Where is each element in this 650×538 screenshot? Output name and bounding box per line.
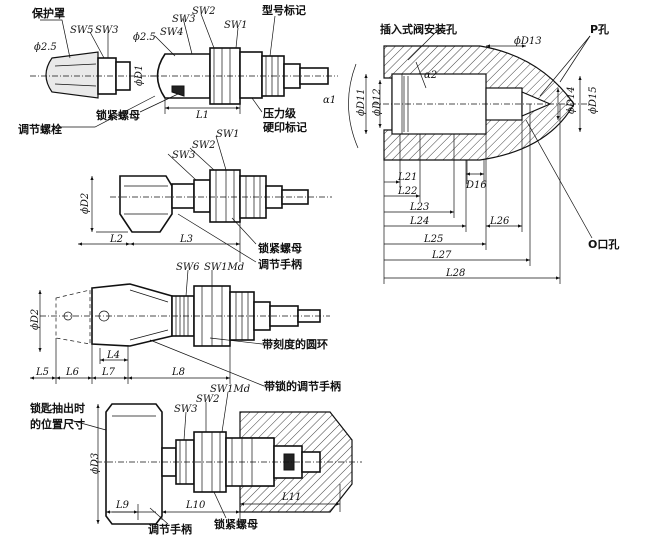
label-adjusting-bolt: 调节螺栓: [18, 122, 62, 136]
dim-l23: L23: [409, 202, 429, 213]
valve-with-cap: [30, 51, 158, 99]
dim-l24: L24: [409, 216, 429, 227]
dim-d1: ϕD1: [134, 65, 145, 86]
label-p-port: P孔: [590, 23, 609, 36]
dim-sw6: SW6: [176, 262, 200, 273]
dim-l3: L3: [179, 234, 193, 245]
dim-sw1md-a: SW1Md: [204, 262, 244, 273]
label-key-pos-1: 锁匙抽出时: [30, 401, 85, 415]
dim-d3: ϕD3: [90, 453, 101, 474]
dim-l9: L9: [115, 500, 130, 511]
dim-l8: L8: [171, 367, 185, 378]
dim-sw3-c: SW3: [172, 150, 196, 161]
dim-sw5: SW5: [70, 25, 94, 36]
dim-l5: L5: [35, 367, 49, 378]
label-adjust-handle-2: 调节手柄: [148, 522, 192, 536]
dim-l25: L25: [423, 234, 443, 245]
dim-d2-b: ϕD2: [30, 309, 41, 330]
label-lock-nut-3: 锁紧螺母: [214, 517, 258, 531]
view-install-hole: [348, 27, 593, 284]
label-pressure-mark-1: 压力级: [263, 106, 297, 120]
dim-sw2-b: SW2: [192, 140, 216, 151]
valve-with-bolt: [150, 47, 338, 105]
dim-l1: L1: [195, 110, 209, 121]
dim-sw3-d: SW3: [174, 404, 198, 415]
label-lock-nut-2: 锁紧螺母: [258, 241, 302, 255]
dim-sw3-b: SW3: [172, 14, 196, 25]
label-scale-ring: 带刻度的圆环: [262, 337, 328, 351]
label-o-port: O口孔: [588, 238, 619, 251]
view-handle-in-body: [69, 391, 362, 525]
dim-sw3-a: SW3: [95, 25, 119, 36]
dim-sw1-a: SW1: [224, 20, 248, 31]
label-insert-hole: 插入式阀安装孔: [380, 22, 457, 36]
dim-l11: L11: [281, 492, 301, 503]
label-protective-cap: 保护罩: [31, 6, 65, 20]
dim-l6: L6: [65, 367, 80, 378]
dim-l21: L21: [397, 172, 417, 183]
dim-phi2-5-b: ϕ2.5: [133, 32, 156, 43]
dim-d16: D16: [465, 180, 487, 191]
label-adjust-handle-1: 调节手柄: [258, 257, 302, 271]
dim-d12: ϕD12: [372, 88, 383, 116]
dim-l4: L4: [106, 350, 120, 361]
dim-sw4: SW4: [160, 27, 184, 38]
dim-d11: ϕD11: [356, 88, 367, 116]
dim-l2: L2: [109, 234, 123, 245]
label-pressure-mark-2: 硬印标记: [263, 120, 307, 134]
dim-sw2-a: SW2: [192, 6, 216, 17]
dim-d2-a: ϕD2: [80, 193, 91, 214]
label-model-mark: 型号标记: [262, 3, 306, 17]
label-lock-handle: 带锁的调节手柄: [264, 379, 341, 393]
label-key-pos-2: 的位置尺寸: [30, 417, 85, 431]
dim-d14: ϕD14: [566, 86, 577, 114]
dim-sw1-b: SW1: [216, 129, 240, 140]
dim-l27: L27: [431, 250, 452, 261]
dim-d15: ϕD15: [588, 86, 599, 114]
dim-phi2-5-a: ϕ2.5: [34, 42, 57, 53]
dim-d13: ϕD13: [514, 36, 542, 47]
view-adjust-handle: [78, 135, 332, 263]
dim-sw2-c: SW2: [196, 394, 220, 405]
label-lock-nut-1: 锁紧螺母: [96, 108, 140, 122]
dim-l28: L28: [445, 268, 465, 279]
view-cap-and-bolt: [30, 13, 338, 128]
dim-l7: L7: [101, 367, 116, 378]
view-lock-handle: [30, 269, 330, 387]
dim-alpha1: α1: [323, 95, 336, 106]
dim-alpha2: α2: [424, 70, 437, 81]
dim-sw1md-b: SW1Md: [210, 384, 250, 395]
dim-l22: L22: [397, 186, 417, 197]
dim-l10: L10: [185, 500, 206, 511]
dim-l26: L26: [489, 216, 510, 227]
